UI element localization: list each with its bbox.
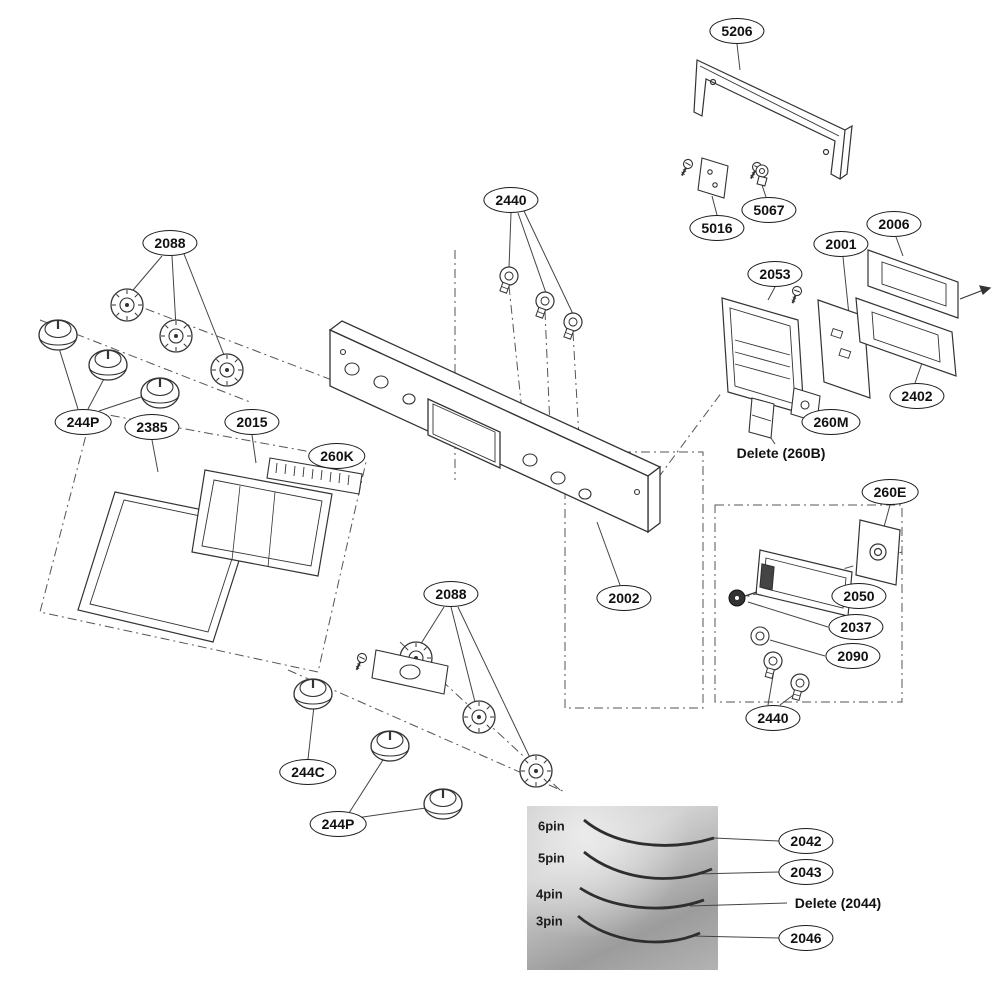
callout-2088-left: 2088 <box>142 230 198 256</box>
assembly-direction-arrow <box>959 285 992 300</box>
part-5067-grommet <box>755 164 769 187</box>
part-2006-display-module <box>855 249 959 377</box>
callout-2090: 2090 <box>825 643 881 669</box>
part-2088-dials-bottom <box>399 641 553 788</box>
part-5206-bracket <box>693 59 853 180</box>
screw-icon <box>745 159 765 182</box>
callout-2002: 2002 <box>596 585 652 611</box>
pin-label-6pin: 6pin <box>538 818 565 834</box>
callout-2015: 2015 <box>224 409 280 435</box>
part-2440-shafts-top <box>494 263 586 342</box>
part-260b-bracket-deleted <box>748 397 775 439</box>
callout-2088-bottom: 2088 <box>423 581 479 607</box>
callout-260e: 260E <box>861 479 919 505</box>
callout-2037: 2037 <box>828 614 884 640</box>
callout-5016: 5016 <box>689 215 745 241</box>
callout-2001: 2001 <box>813 231 869 257</box>
callout-2440-top: 2440 <box>483 187 539 213</box>
callout-2053: 2053 <box>747 261 803 287</box>
callout-2385: 2385 <box>124 414 180 440</box>
callout-260m: 260M <box>801 409 861 435</box>
callout-2046: 2046 <box>778 925 834 951</box>
callout-5067: 5067 <box>741 197 797 223</box>
pin-label-5pin: 5pin <box>538 850 565 866</box>
callout-244p-left: 244P <box>54 409 112 435</box>
part-244c-knob <box>292 677 334 711</box>
pin-label-4pin: 4pin <box>536 886 563 902</box>
part-260e-bracket <box>855 519 901 586</box>
part-2015-frame <box>191 469 333 577</box>
part-244p-knobs-left <box>37 318 181 410</box>
part-2001-pcb <box>817 299 871 399</box>
callout-2043: 2043 <box>778 859 834 885</box>
part-2385-glass <box>77 491 253 643</box>
screw-icon <box>676 156 696 179</box>
part-2440-shafts-bottom <box>759 649 812 703</box>
screw-icon <box>351 651 369 673</box>
callout-2440-bottom: 2440 <box>745 705 801 731</box>
callout-260k: 260K <box>308 443 366 469</box>
callout-5206: 5206 <box>709 18 765 44</box>
part-244p-knobs-bottom <box>369 729 464 821</box>
part-2002-control-panel <box>328 320 662 534</box>
part-2053-bracket <box>721 297 805 415</box>
part-2090-cap <box>750 626 770 646</box>
callout-2042: 2042 <box>778 828 834 854</box>
leader-lines <box>57 43 929 939</box>
callout-244p-bottom: 244P <box>309 811 367 837</box>
part-knob-mount-bracket <box>371 649 449 695</box>
label-delete-2044: Delete (2044) <box>794 895 882 911</box>
pin-label-3pin: 3pin <box>536 913 563 929</box>
callout-244c: 244C <box>279 759 337 785</box>
callout-2050: 2050 <box>831 583 887 609</box>
callout-2006: 2006 <box>866 211 922 237</box>
part-2050-board <box>755 549 853 617</box>
part-2088-dials-left <box>110 288 244 387</box>
callout-2402: 2402 <box>889 383 945 409</box>
part-5016-bracket <box>697 157 729 199</box>
screw-icon <box>787 284 804 306</box>
label-delete-260b: Delete (260B) <box>736 445 826 461</box>
part-2037-gear <box>728 589 758 607</box>
